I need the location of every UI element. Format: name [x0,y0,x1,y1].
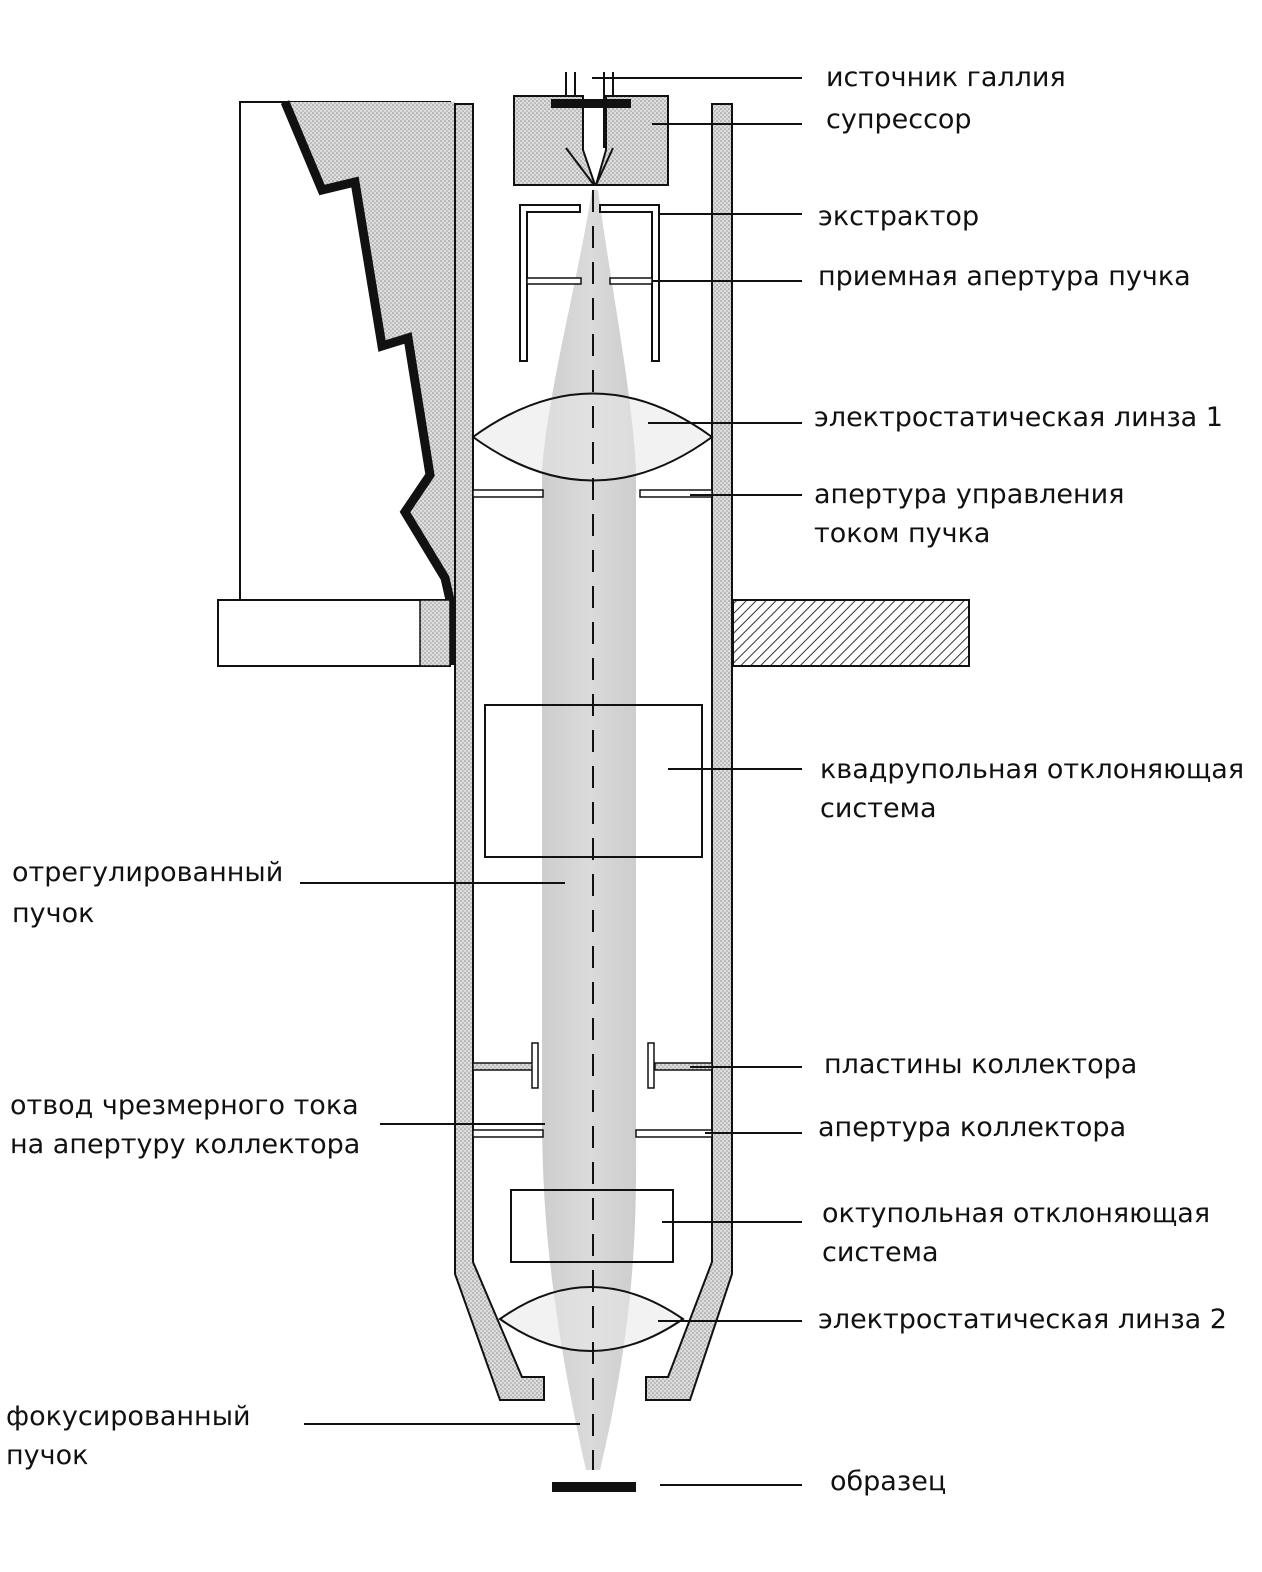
label-quadrupole-2: система [820,793,937,824]
label-adjusted-beam-2: пучок [12,898,95,929]
suppressor [513,95,669,186]
label-lens-2: электростатическая линза 2 [818,1304,1227,1335]
label-focused-beam-2: пучок [6,1440,89,1471]
extractor [519,204,660,362]
collector-plates [472,1042,713,1089]
label-beam-current-aperture-2: током пучка [814,518,991,549]
label-collector-aperture: апертура коллектора [818,1112,1127,1143]
label-collector-plates: пластины коллектора [824,1049,1138,1080]
electrostatic-lens-2 [498,1286,685,1352]
label-lens-1: электростатическая линза 1 [814,402,1223,433]
mounting-bracket [217,100,455,667]
label-quadrupole-1: квадрупольная отклоняющая [820,754,1245,785]
label-suppressor: супрессор [826,104,972,135]
label-beam-current-aperture-1: апертура управления [814,479,1125,510]
label-beam-acceptance-aperture: приемная апертура пучка [818,261,1191,292]
label-octupole-1: октупольная отклоняющая [822,1198,1211,1229]
label-sample: образец [830,1466,947,1497]
beam-current-aperture [472,489,713,498]
label-excess-current-2: на апертуру коллектора [10,1129,361,1160]
right-flange [732,599,970,667]
octupole-deflector [510,1189,674,1263]
label-adjusted-beam-1: отрегулированный [12,857,284,888]
label-focused-beam-1: фокусированный [6,1401,251,1432]
label-gallium-source: источник галлия [826,62,1066,93]
label-extractor: экстрактор [818,201,980,232]
ion-beam [542,190,637,1470]
sample [552,1482,636,1492]
label-excess-current-1: отвод чрезмерного тока [10,1090,359,1121]
label-octupole-2: система [822,1237,939,1268]
leader-lines [300,77,802,1486]
electrostatic-lens-1 [471,392,714,482]
